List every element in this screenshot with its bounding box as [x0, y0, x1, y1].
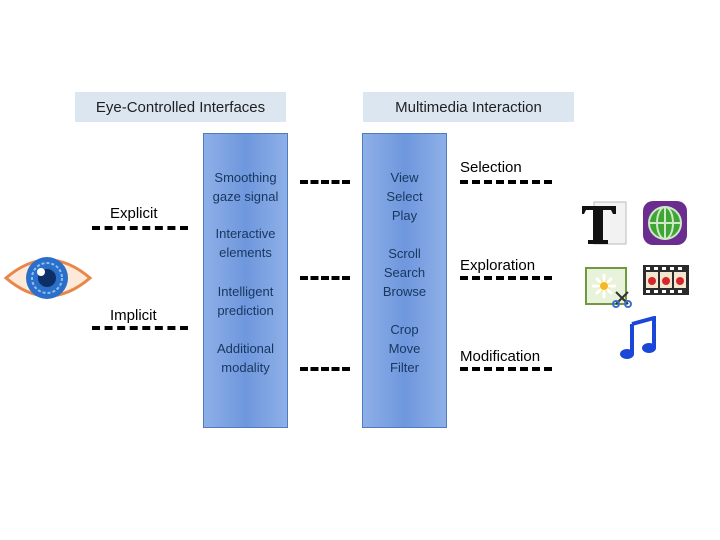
column-item-line: Search: [383, 265, 426, 280]
selection-connector: [460, 180, 552, 184]
middle-connector: [300, 276, 350, 280]
middle-connector: [300, 180, 350, 184]
photo-edit-icon: [585, 267, 632, 308]
film-strip-icon: [643, 265, 689, 295]
header-multimedia-interaction: Multimedia Interaction: [363, 92, 574, 122]
column-item: Intelligent prediction: [204, 282, 287, 320]
implicit-connector: [92, 326, 188, 330]
header-eye-controlled-interfaces: Eye-Controlled Interfaces: [75, 92, 286, 122]
column-item-line: modality: [221, 360, 270, 375]
implicit-label: Implicit: [110, 307, 157, 324]
explicit-label: Explicit: [110, 205, 158, 222]
modification-label: Modification: [460, 348, 541, 365]
column-item-line: Scroll: [388, 246, 421, 261]
explicit-connector: [92, 226, 188, 230]
eye-interface-column: Smoothing gaze signal Interactive elemen…: [203, 133, 288, 428]
column-item: Smoothing gaze signal: [204, 168, 287, 206]
music-note-icon: [620, 316, 656, 359]
column-item-line: Smoothing: [214, 170, 277, 185]
multimedia-interaction-column: View Select Play Scroll Search Browse Cr…: [362, 133, 447, 428]
column-item-line: Crop: [390, 322, 419, 337]
text-document-icon: [582, 201, 627, 245]
eye-icon: [3, 257, 93, 299]
column-item: Scroll Search Browse: [363, 244, 446, 301]
exploration-connector: [460, 276, 552, 280]
column-item-line: Intelligent: [217, 284, 274, 299]
column-item-line: elements: [219, 245, 272, 260]
column-item-line: Filter: [390, 360, 419, 375]
column-item: Additional modality: [204, 339, 287, 377]
column-item: View Select Play: [363, 168, 446, 225]
column-item-line: Select: [386, 189, 423, 204]
middle-connector: [300, 367, 350, 371]
column-item-line: Interactive: [215, 226, 276, 241]
column-item-line: prediction: [217, 303, 274, 318]
selection-label: Selection: [460, 159, 522, 176]
column-item: Interactive elements: [204, 224, 287, 262]
column-item-line: Browse: [382, 284, 427, 299]
globe-app-icon: [643, 201, 687, 245]
column-item-line: Additional: [216, 341, 275, 356]
column-item-line: gaze signal: [212, 189, 279, 204]
exploration-label: Exploration: [460, 257, 536, 274]
column-item-line: Play: [391, 208, 418, 223]
column-item-line: Move: [388, 341, 421, 356]
column-item: Crop Move Filter: [363, 320, 446, 377]
modification-connector: [460, 367, 552, 371]
column-item-line: View: [390, 170, 419, 185]
